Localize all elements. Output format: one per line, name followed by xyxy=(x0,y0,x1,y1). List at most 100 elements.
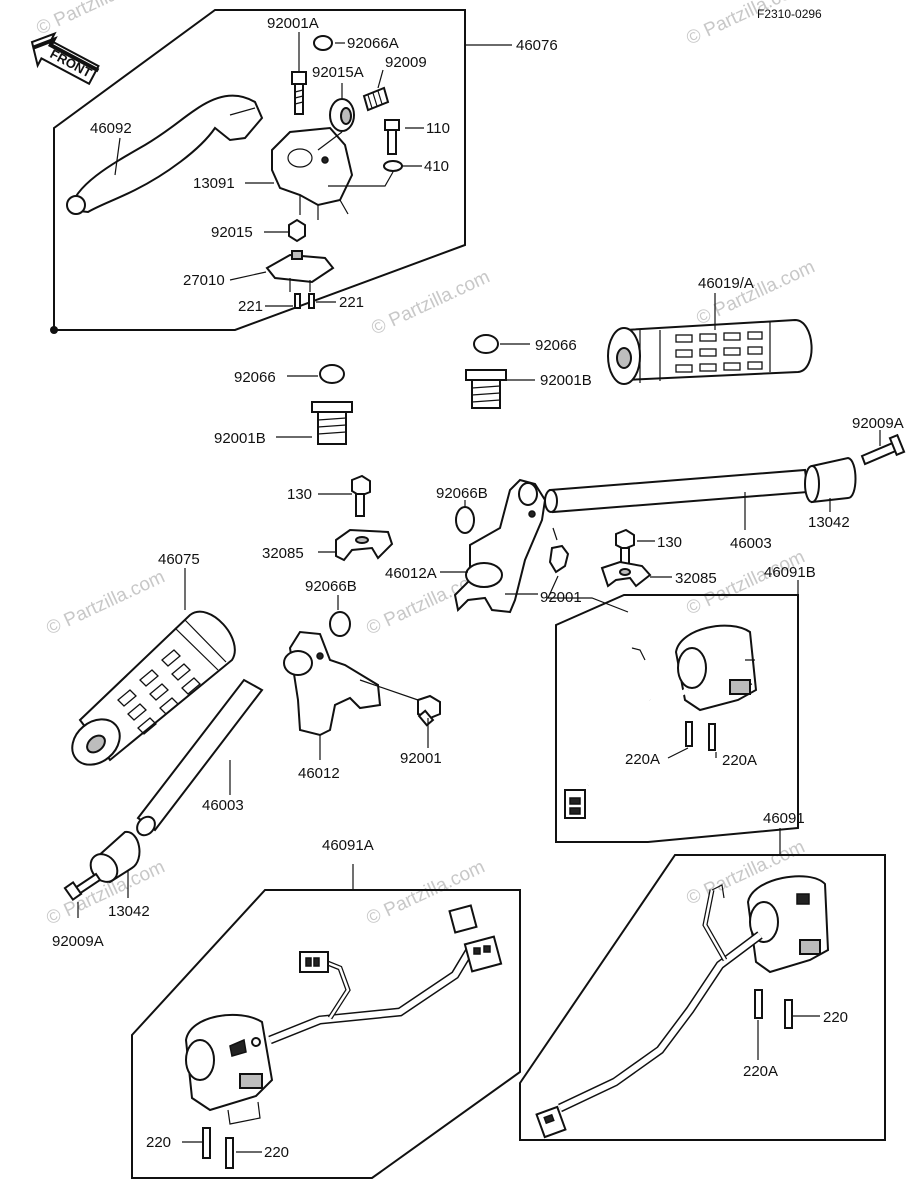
bar-end-13042 xyxy=(804,456,857,504)
holder-46012 xyxy=(283,630,382,737)
label-46003: 46003 xyxy=(202,797,244,814)
label-92001B: 92001B xyxy=(214,430,266,447)
screw-220A xyxy=(685,721,693,747)
label-130: 130 xyxy=(657,534,682,551)
cap-92066 xyxy=(473,334,499,354)
label-92066B: 92066B xyxy=(305,578,357,595)
label-92001: 92001 xyxy=(400,750,442,767)
label-46012: 46012 xyxy=(298,765,340,782)
label-46019A: 46019/A xyxy=(698,275,754,292)
label-46012A: 46012A xyxy=(385,565,437,582)
label-92009A: 92009A xyxy=(852,415,904,432)
label-46091A: 46091A xyxy=(322,837,374,854)
cap-92066 xyxy=(319,364,345,384)
clutch-switch-27010 xyxy=(265,250,335,292)
label-92066A: 92066A xyxy=(347,35,399,52)
label-92009: 92009 xyxy=(385,54,427,71)
bolt-92001B xyxy=(311,401,353,445)
label-220: 220 xyxy=(264,1144,289,1161)
screw-220 xyxy=(225,1137,234,1169)
frame-corner-dot xyxy=(50,326,58,334)
watermark: © Partzilla.com xyxy=(368,266,493,339)
bolt-110 xyxy=(384,119,400,155)
handlebar-46003 xyxy=(544,468,810,514)
label-92066: 92066 xyxy=(535,337,577,354)
label-46092: 46092 xyxy=(90,120,132,137)
label-46091B: 46091B xyxy=(764,564,816,581)
label-92015A: 92015A xyxy=(312,64,364,81)
cap-92066B xyxy=(455,506,475,534)
label-221: 221 xyxy=(238,298,263,315)
switch-wiring-46091A xyxy=(268,904,503,1045)
cap-92066A xyxy=(313,35,333,51)
label-92066: 92066 xyxy=(234,369,276,386)
label-46003: 46003 xyxy=(730,535,772,552)
label-110: 110 xyxy=(426,120,450,137)
adjuster-screw-92009 xyxy=(362,86,390,112)
label-27010: 27010 xyxy=(183,272,225,289)
label-220A: 220A xyxy=(743,1063,778,1080)
watermarks: © Partzilla.com © Partzilla.com © Partzi… xyxy=(33,0,818,930)
handlebar-grip-46075 xyxy=(71,610,236,766)
clutch-lever-46092 xyxy=(66,94,264,215)
diagram-code: F2310-0296 xyxy=(757,7,822,21)
switch-housing-46091B xyxy=(674,624,758,712)
label-92066B: 92066B xyxy=(436,485,488,502)
label-92001B: 92001B xyxy=(540,372,592,389)
label-220: 220 xyxy=(823,1009,848,1026)
holder-46012A xyxy=(453,478,547,614)
bolt-92001 xyxy=(548,527,570,574)
label-32085: 32085 xyxy=(675,570,717,587)
screw-220A xyxy=(708,723,716,751)
bolt-130 xyxy=(615,528,635,565)
adjuster-92015A xyxy=(329,98,355,132)
label-13042: 13042 xyxy=(108,903,150,920)
switch-assembly-frame-46091A xyxy=(131,889,521,1179)
switch-wiring-46091B xyxy=(564,647,690,819)
label-32085: 32085 xyxy=(262,545,304,562)
throttle-grip-46019A xyxy=(607,318,813,385)
label-220A: 220A xyxy=(722,752,757,769)
label-46091: 46091 xyxy=(763,810,805,827)
bolt-92001 xyxy=(417,694,441,727)
lever-holder-13091 xyxy=(271,126,354,220)
watermark: © Partzilla.com xyxy=(693,256,818,329)
label-92015: 92015 xyxy=(211,224,253,241)
screw-220 xyxy=(784,999,793,1029)
label-92009A: 92009A xyxy=(52,933,104,950)
screw-220 xyxy=(202,1127,211,1159)
switch-housing-46091A xyxy=(184,1013,274,1125)
screw-92009A xyxy=(63,872,102,901)
label-221: 221 xyxy=(339,294,364,311)
switch-assembly-frame-46091 xyxy=(519,854,886,1141)
label-220A: 220A xyxy=(625,751,660,768)
handlebar-46003 xyxy=(136,678,264,837)
washer-410 xyxy=(383,160,403,172)
switch-assembly-frame-46091B xyxy=(555,594,799,843)
label-92001A: 92001A xyxy=(267,15,319,32)
nut-92015 xyxy=(288,218,306,243)
bolt-92001B xyxy=(465,369,507,409)
screw-220A xyxy=(754,989,763,1019)
label-92001: 92001 xyxy=(540,589,582,606)
label-130: 130 xyxy=(287,486,312,503)
bolt-92001A xyxy=(291,71,307,115)
label-13042: 13042 xyxy=(808,514,850,531)
bolt-130 xyxy=(351,474,371,517)
label-46076: 46076 xyxy=(516,37,558,54)
clamp-32085 xyxy=(335,528,394,562)
switch-housing-46091 xyxy=(746,875,830,974)
label-13091: 13091 xyxy=(193,175,235,192)
label-410: 410 xyxy=(424,158,449,175)
label-46075: 46075 xyxy=(158,551,200,568)
label-220: 220 xyxy=(146,1134,171,1151)
switch-wiring-46091 xyxy=(535,884,763,1139)
front-arrow-icon: FRONT xyxy=(30,31,100,86)
screw-221 xyxy=(308,293,315,309)
screw-221 xyxy=(294,293,301,309)
clamp-32085 xyxy=(600,560,652,588)
cap-92066B xyxy=(329,611,351,637)
screw-92009A xyxy=(860,433,906,466)
watermark: © Partzilla.com xyxy=(43,566,168,639)
